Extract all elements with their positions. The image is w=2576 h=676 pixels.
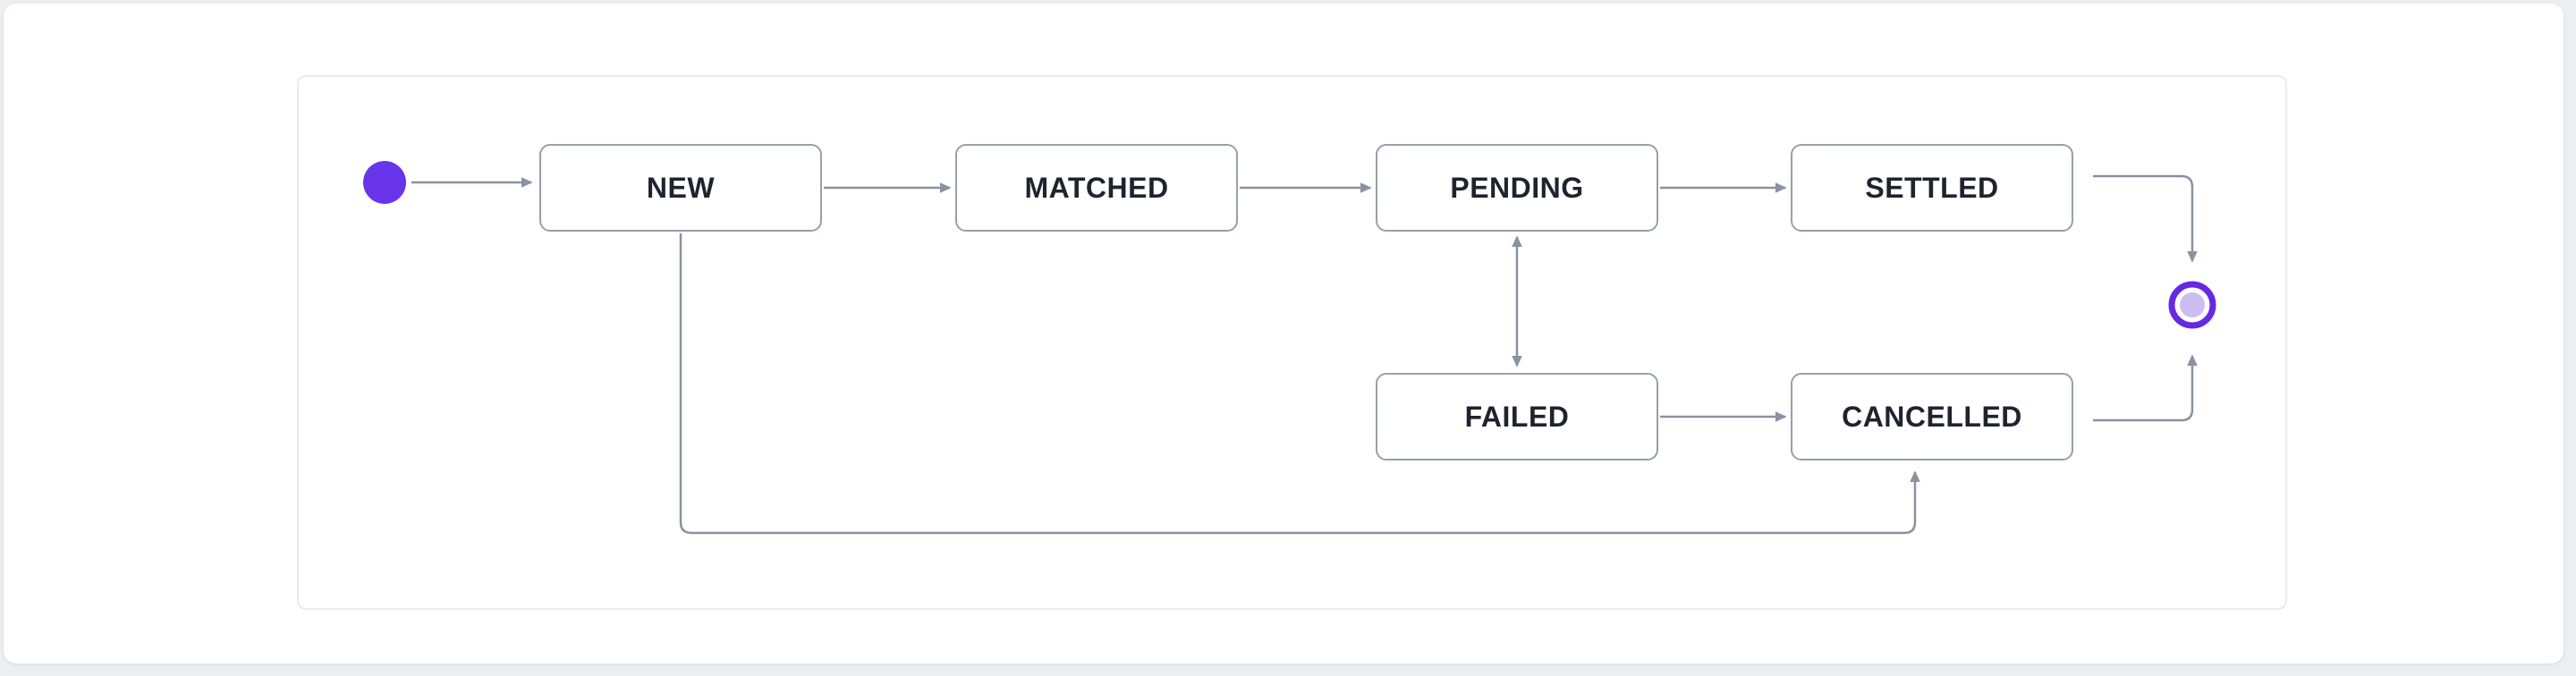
start-node-circle[interactable] [363,161,406,204]
transition-new-cancelled [679,233,1920,535]
state-label-matched: MATCHED [1024,171,1169,204]
state-label-failed: FAILED [1464,400,1570,433]
state-node-failed[interactable]: FAILED [1376,373,1658,461]
state-node-cancelled[interactable]: CANCELLED [1791,373,2073,461]
state-label-pending: PENDING [1450,171,1584,204]
state-node-pending[interactable]: PENDING [1376,144,1658,232]
state-label-settled: SETTLED [1865,171,1999,204]
state-node-settled[interactable]: SETTLED [1791,144,2073,232]
state-node-new[interactable]: NEW [539,144,822,232]
end-node[interactable] [2168,281,2216,329]
end-node-inner-dot [2180,292,2205,317]
state-node-matched[interactable]: MATCHED [955,144,1238,232]
start-node[interactable] [363,161,406,204]
transition-cancelled-end [2093,354,2198,422]
state-label-new: NEW [646,171,716,204]
state-label-cancelled: CANCELLED [1842,400,2022,433]
transition-settled-end [2093,174,2198,263]
